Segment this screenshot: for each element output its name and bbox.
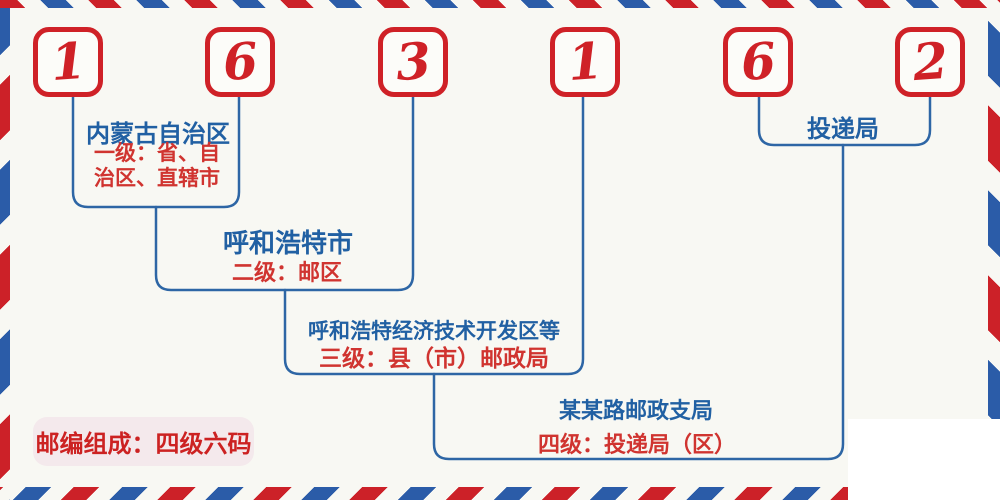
- airmail-border-bottom: [0, 487, 1000, 500]
- postal-digit-4: 1: [565, 30, 605, 93]
- level2-region-label: 呼和浩特市: [222, 229, 354, 259]
- postal-digit-box-1: 1: [33, 27, 103, 97]
- airmail-border-left: [0, 0, 10, 500]
- postal-digit-box-3: 3: [378, 27, 448, 97]
- postal-digit-3: 3: [393, 30, 433, 93]
- bottom-right-white-patch: [848, 419, 1000, 500]
- level1-region-label: 内蒙古自治区: [86, 120, 230, 148]
- level3-region-label: 呼和浩特经济技术开发区等: [308, 319, 560, 343]
- level1-description-line2: 治区、直辖市: [94, 166, 220, 190]
- postcode-composition-badge: 邮编组成：四级六码: [33, 417, 254, 466]
- delivery-bracket-line: [757, 94, 932, 147]
- airmail-border-top: [0, 0, 1000, 8]
- postal-digit-5: 6: [738, 30, 778, 93]
- postal-digit-box-4: 1: [550, 27, 620, 97]
- level1-description-line1: 一级：省、自: [94, 141, 220, 165]
- postal-digit-box-6: 2: [895, 27, 965, 97]
- postal-digit-2: 6: [220, 30, 260, 93]
- level4-region-label: 某某路邮政支局: [558, 399, 714, 424]
- level1-description: 一级：省、自 治区、直辖市: [94, 141, 220, 191]
- level4-description: 四级：投递局（区）: [537, 433, 737, 458]
- level3-description: 三级：县（市）邮政局: [319, 346, 549, 372]
- airmail-border-right: [988, 0, 1000, 500]
- postcode-composition-text: 邮编组成：四级六码: [35, 430, 252, 458]
- postal-digit-6: 2: [910, 30, 950, 93]
- level4-bracket-line: [432, 143, 845, 461]
- postal-digit-1: 1: [48, 30, 88, 93]
- delivery-bureau-label: 投递局: [807, 115, 879, 143]
- postal-digit-box-5: 6: [723, 27, 793, 97]
- postal-digit-box-2: 6: [205, 27, 275, 97]
- level2-description: 二级：邮区: [231, 261, 343, 286]
